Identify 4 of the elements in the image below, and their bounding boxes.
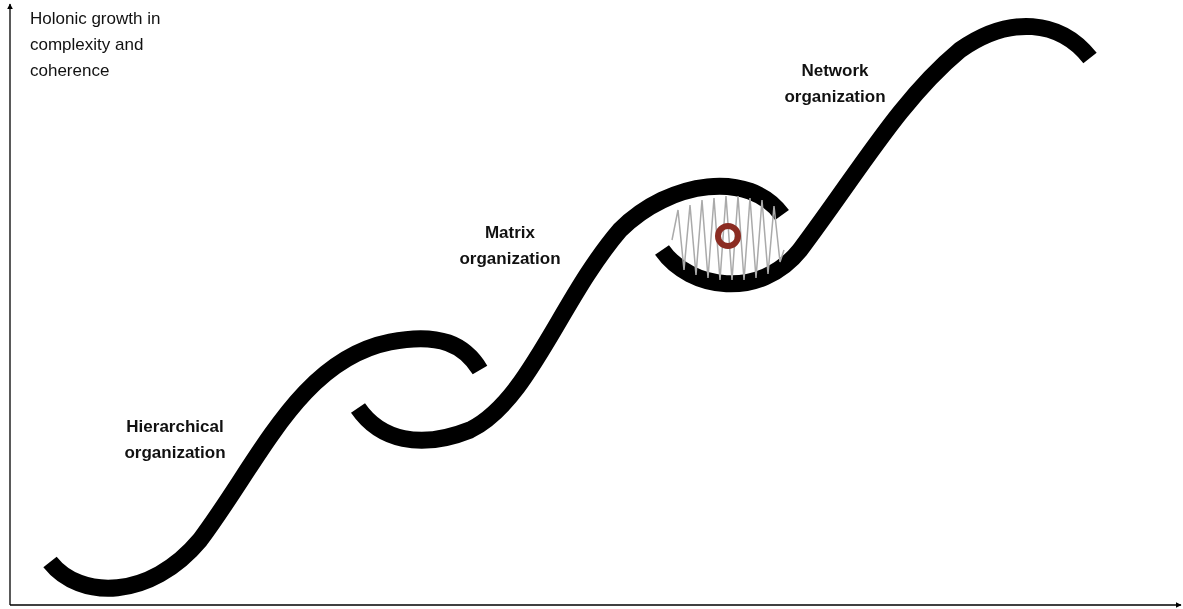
stage-label: Network organization	[783, 60, 887, 108]
stage-label: Matrix organization	[458, 222, 562, 270]
axis-label: Holonic growth in complexity and coherence	[30, 8, 162, 82]
stage-label: Hierarchical organization	[123, 416, 227, 464]
